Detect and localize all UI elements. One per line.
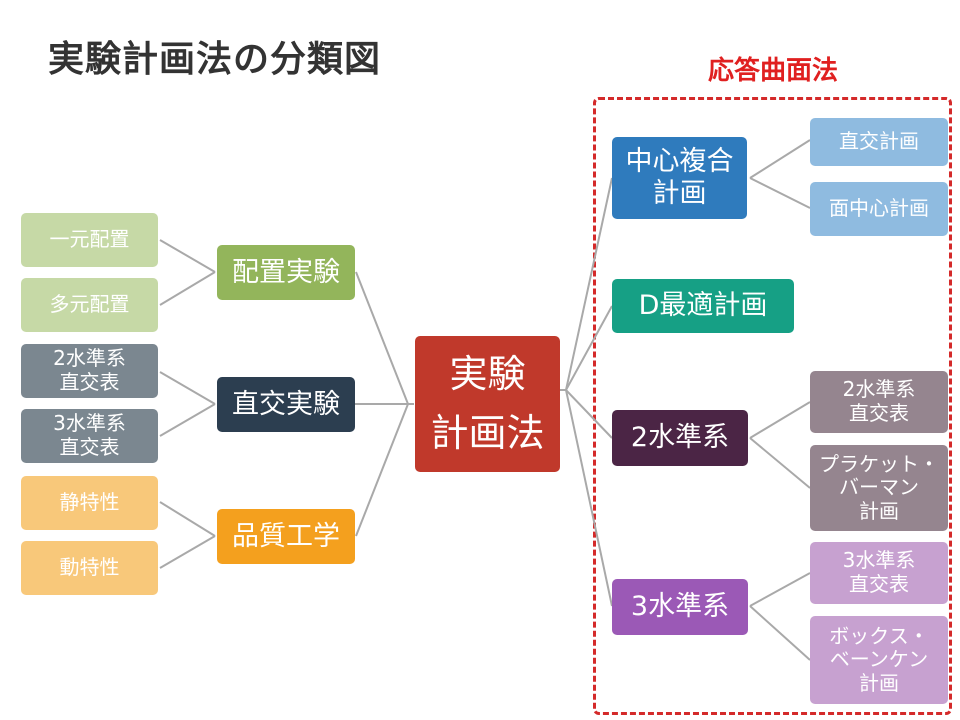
node-design-of-experiments: 実験 計画法	[415, 336, 560, 472]
node-2level-orthogonal-array: 2水準系 直交表	[21, 344, 158, 398]
edge-root-lvl3	[560, 389, 613, 607]
node-ccd-orthogonal-design: 直交計画	[810, 118, 948, 166]
edge-placement-root	[355, 271, 414, 405]
edge-root-ccd	[560, 177, 613, 391]
edge-multi-way	[159, 271, 216, 306]
node-2level-orthogonal-table: 2水準系 直交表	[810, 371, 948, 433]
edge-lvl2-pb	[749, 437, 811, 489]
node-central-composite-design: 中心複合 計画	[612, 137, 747, 219]
node-box-behnken-design: ボックス・ ベーンケン 計画	[810, 616, 948, 704]
node-3level-orthogonal-table: 3水準系 直交表	[810, 542, 948, 604]
node-3level-orthogonal-array: 3水準系 直交表	[21, 409, 158, 463]
node-2level-system: 2水準系	[612, 410, 748, 466]
node-one-way-layout: 一元配置	[21, 213, 158, 267]
edge-ccd-orth	[749, 139, 811, 179]
rsm-label: 応答曲面法	[708, 56, 839, 86]
node-plackett-burman-design: プラケット・ バーマン 計画	[810, 445, 948, 531]
page-title: 実験計画法の分類図	[48, 39, 382, 80]
edge-lvl2-orth	[749, 401, 811, 439]
edge-orth3	[159, 403, 216, 437]
node-quality-engineering: 品質工学	[217, 509, 355, 564]
edge-lvl3-bb	[749, 605, 811, 661]
node-3level-system: 3水準系	[612, 579, 748, 635]
edge-ccd-face	[749, 177, 811, 209]
edge-one-way	[159, 239, 216, 273]
node-multi-way-layout: 多元配置	[21, 278, 158, 332]
node-placement-experiment: 配置実験	[217, 245, 355, 300]
edge-quality-root	[355, 403, 414, 537]
node-static-characteristic: 静特性	[21, 476, 158, 530]
node-face-centered-design: 面中心計画	[810, 182, 948, 236]
node-d-optimal-design: D最適計画	[612, 279, 794, 333]
node-dynamic-characteristic: 動特性	[21, 541, 158, 595]
edge-orth2	[159, 371, 216, 405]
node-orthogonal-experiment: 直交実験	[217, 377, 355, 432]
edge-static	[159, 501, 216, 537]
rsm-group-border	[593, 97, 952, 715]
edge-lvl3-orth	[749, 572, 811, 607]
edge-dynamic	[159, 535, 216, 569]
